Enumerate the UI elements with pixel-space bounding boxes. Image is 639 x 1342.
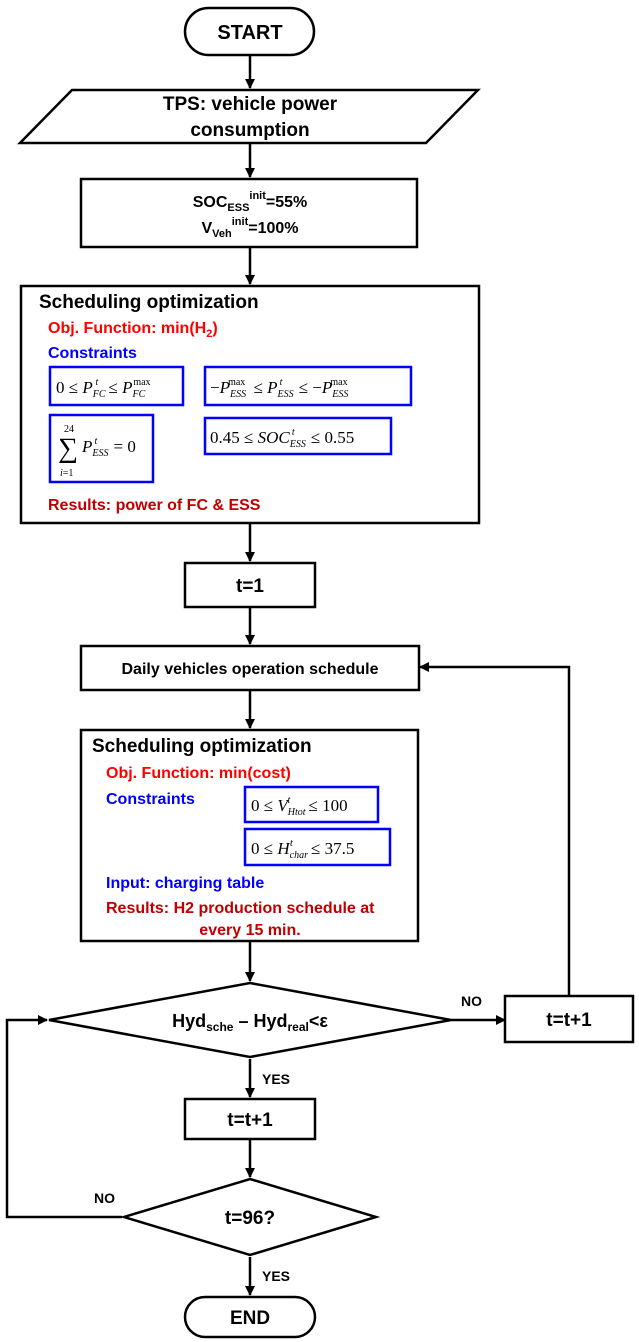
opt2-results-line2: every 15 min. — [199, 922, 300, 939]
opt2-constraint-char: 0 ≤ Hchart ≤ 37.5 — [243, 827, 392, 867]
opt1-constraint-soc: 0.45 ≤ SOCESSt ≤ 0.55 — [203, 416, 393, 456]
inc-right-label: t=t+1 — [546, 1010, 592, 1031]
init-box: SOCESSinit=55% VVehinit=100% — [79, 177, 419, 249]
opt2-constraint-vol: 0 ≤ VHtott ≤ 100 — [243, 785, 380, 824]
decision-t96: t=96? — [119, 1177, 381, 1257]
opt1-box: Scheduling optimization Obj. Function: m… — [19, 284, 481, 525]
daily-schedule-box: Daily vehicles operation schedule — [79, 644, 421, 692]
no-label-2: NO — [94, 1190, 115, 1206]
opt1-title: Scheduling optimization — [39, 292, 259, 313]
daily-schedule-label: Daily vehicles operation schedule — [122, 661, 379, 678]
end-terminator: END — [183, 1295, 317, 1339]
start-label: START — [217, 22, 282, 44]
input-line1: TPS: vehicle power — [163, 94, 338, 115]
inc-right-box: t=t+1 — [503, 994, 635, 1044]
yes-label-2: YES — [262, 1268, 290, 1284]
yes-label-1: YES — [262, 1071, 290, 1087]
opt1-results: Results: power of FC & ESS — [48, 497, 261, 514]
svg-text:−PESSmax ≤ PESSt ≤ −PESSmax: −PESSmax ≤ PESSt ≤ −PESSmax — [210, 377, 348, 400]
opt1-constraint-fc: 0 ≤ PFCt ≤ PFCmax — [48, 365, 185, 407]
init-soc: SOCESSinit=55% — [193, 190, 308, 214]
t-init-box: t=1 — [183, 561, 317, 609]
end-label: END — [230, 1308, 270, 1329]
opt2-results-line1: Results: H2 production schedule at — [106, 900, 375, 917]
svg-text:24: 24 — [64, 424, 74, 435]
sigma-symbol: ∑ — [58, 433, 78, 464]
opt1-constraint-sum: 24 ∑ i=1 PESSt = 0 — [48, 413, 155, 484]
arrow-decision2-no — [5, 1015, 122, 1219]
opt2-objective: Obj. Function: min(cost) — [106, 765, 291, 782]
opt2-input: Input: charging table — [106, 875, 264, 892]
svg-text:PESSt = 0: PESSt = 0 — [81, 436, 136, 459]
svg-text:0 ≤ Hchart ≤ 37.5: 0 ≤ Hchart ≤ 37.5 — [251, 838, 354, 861]
start-terminator: START — [183, 6, 316, 57]
opt1-constraints-label: Constraints — [48, 345, 137, 362]
opt1-objective: Obj. Function: min(H2) — [48, 320, 218, 340]
decision-hyd-label: Hydsche – Hydreal<ε — [172, 1011, 328, 1034]
connectors — [5, 55, 571, 1296]
decision-t96-label: t=96? — [225, 1208, 275, 1229]
inc-center-label: t=t+1 — [227, 1110, 273, 1131]
t-init-label: t=1 — [236, 576, 264, 597]
opt2-box: Scheduling optimization Obj. Function: m… — [79, 728, 420, 943]
svg-text:0 ≤ VHtott ≤ 100: 0 ≤ VHtott ≤ 100 — [251, 795, 348, 818]
opt2-constraints-label: Constraints — [106, 791, 195, 808]
input-line2: consumption — [190, 120, 309, 141]
arrow-loop-back-to-daily — [419, 662, 571, 996]
svg-text:0 ≤ PFCt ≤ PFCmax: 0 ≤ PFCt ≤ PFCmax — [56, 377, 151, 400]
opt1-constraint-ess-power: −PESSmax ≤ PESSt ≤ −PESSmax — [203, 365, 413, 407]
input-parallelogram: TPS: vehicle power consumption — [17, 88, 481, 145]
no-label-1: NO — [461, 993, 482, 1009]
opt2-title: Scheduling optimization — [92, 736, 312, 757]
svg-text:i=1: i=1 — [60, 468, 73, 479]
svg-text:0.45 ≤ SOCESSt ≤ 0.55: 0.45 ≤ SOCESSt ≤ 0.55 — [210, 427, 354, 450]
init-veh: VVehinit=100% — [201, 216, 298, 240]
decision-hyd: Hydsche – Hydreal<ε — [48, 981, 452, 1059]
inc-center-box: t=t+1 — [183, 1097, 317, 1141]
